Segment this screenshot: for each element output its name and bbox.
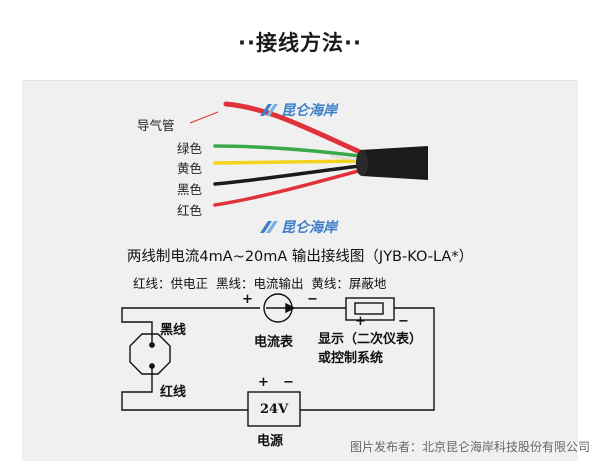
page-header: ··接线方法·· — [0, 0, 600, 80]
wire-label-yellow: 黄色 — [177, 161, 203, 176]
display-return-wire — [300, 307, 435, 411]
sensor-red-label: 红线 — [160, 385, 187, 400]
brand-logo-top: 昆仑海岸 — [258, 101, 337, 119]
sensor-symbol — [129, 333, 171, 375]
green-wire — [213, 144, 362, 158]
black-line-wire — [121, 307, 260, 345]
logo-text: 昆仑海岸 — [281, 103, 337, 119]
image-credit: 图片发布者：北京昆仑海岸科技股份有限公司 — [349, 440, 590, 454]
tube-label: 导气管 — [137, 118, 175, 133]
power-plus: + — [258, 375, 269, 390]
ammeter-label: 电流表 — [254, 335, 294, 350]
wire-label-red: 红色 — [177, 203, 203, 218]
brand-logo-bottom: 昆仑海岸 — [258, 218, 337, 236]
tube-pointer-line — [189, 111, 219, 124]
sensor-black-label: 黑线 — [160, 323, 187, 338]
yellow-wire — [213, 159, 362, 165]
power-box — [247, 391, 301, 427]
display-label-2: 或控制系统 — [318, 351, 384, 366]
power-label: 电源 — [257, 434, 284, 449]
display-label-1: 显示（二次仪表） — [318, 332, 423, 347]
diagram-title: 两线制电流4mA~20mA 输出接线图（JYB-KO-LA*） — [126, 249, 474, 265]
cable-illustration — [189, 101, 428, 207]
black-wire — [213, 164, 362, 186]
circuit-diagram — [121, 293, 435, 427]
wire-legend: 红线：供电正 黑线：电流输出 黄线：屏蔽地 — [133, 276, 387, 291]
logo-text: 昆仑海岸 — [281, 220, 337, 236]
wire-label-black: 黑色 — [177, 182, 203, 197]
wire-label-green: 绿色 — [177, 141, 203, 156]
red-line-wire — [121, 366, 248, 411]
ammeter-plus: + — [242, 292, 253, 307]
page-title: ··接线方法·· — [238, 31, 362, 55]
display-plus: + — [355, 314, 366, 329]
ammeter-minus: − — [307, 292, 318, 307]
power-minus: − — [283, 375, 294, 390]
logo-mark-icon — [260, 104, 278, 116]
display-box — [345, 297, 395, 321]
logo-mark-icon — [260, 221, 278, 233]
power-value: 24V — [260, 402, 289, 417]
cable-sheath — [360, 146, 428, 180]
display-minus: − — [398, 314, 409, 329]
air-tube-wire — [223, 101, 363, 155]
red-wire — [213, 168, 364, 207]
